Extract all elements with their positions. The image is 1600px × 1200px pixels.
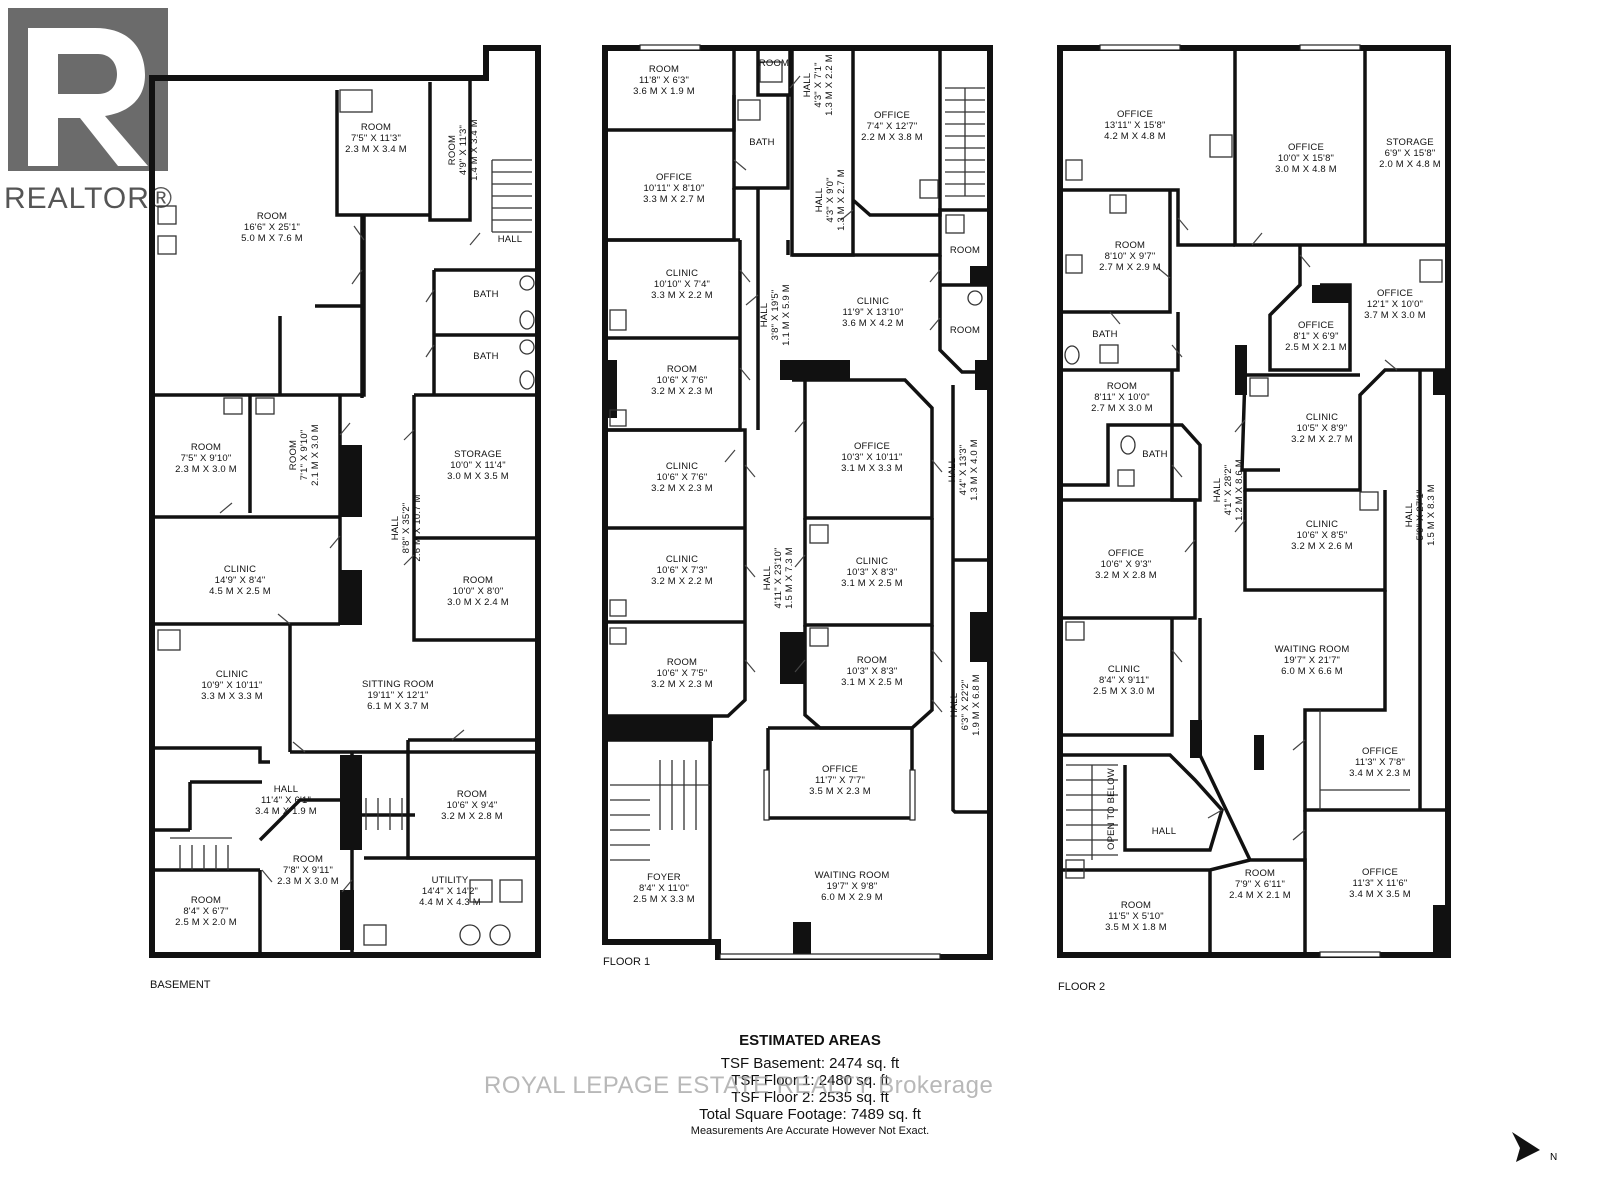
room-label-f1-r6: HALL4'3" X 9'0"1.3 M X 2.7 M — [814, 169, 847, 231]
room-label-f1-r1: ROOM — [759, 58, 789, 69]
room-label-f2-r18: HALL — [1152, 826, 1177, 837]
room-label-f1-r9: HALL3'8" X 19'5"1.1 M X 5.9 M — [759, 284, 792, 346]
room-label-f0-r5: BATH — [473, 351, 498, 362]
room-label-f0-r8: HALL8'8" X 35'2"2.6 M X 10.7 M — [390, 494, 423, 561]
room-label-f0-r4: BATH — [473, 289, 498, 300]
floor2-plan: OPEN TO BELOW — [1057, 44, 1451, 958]
room-label-f2-r6: BATH — [1092, 329, 1117, 340]
floor-label-floor2: FLOOR 2 — [1058, 981, 1105, 993]
room-label-f1-r14: HALL4'4" X 13'3"1.3 M X 4.0 M — [947, 439, 980, 501]
room-label-f0-r7: ROOM7'1" X 9'10"2.1 M X 3.0 M — [288, 424, 321, 486]
basement-plan — [149, 45, 541, 958]
floor1-plan — [602, 44, 993, 960]
room-label-f1-r11: ROOM — [950, 325, 980, 336]
area-basement: TSF Basement: 2474 sq. ft — [720, 1055, 900, 1072]
areas-title: ESTIMATED AREAS — [739, 1032, 881, 1049]
compass-north-label: N — [1550, 1152, 1557, 1163]
area-total: Total Square Footage: 7489 sq. ft — [699, 1106, 921, 1123]
area-floor1: TSF Floor 1: 2480 sq. ft — [731, 1072, 889, 1089]
compass: N — [1512, 1132, 1557, 1163]
floor-label-floor1: FLOOR 1 — [603, 956, 650, 968]
floor-label-basement: BASEMENT — [150, 979, 211, 991]
room-label-f0-r2: ROOM4'9" X 11'3"1.4 M X 3.4 M — [447, 119, 480, 181]
area-floor2: TSF Floor 2: 2535 sq. ft — [731, 1089, 889, 1106]
estimated-areas: ESTIMATED AREAS TSF Basement: 2474 sq. f… — [600, 1032, 1020, 1137]
brokerage-watermark: ROYAL LEPAGE ESTATE REALTY Brokerage — [484, 1072, 994, 1099]
room-label-f2-r9: BATH — [1142, 449, 1167, 460]
room-label-f1-r7: ROOM — [950, 245, 980, 256]
room-label-f2-r10: HALL4'1" X 28'2"1.2 M X 8.6 M — [1212, 459, 1245, 521]
room-label-f1-r2: HALL4'3" X 7'1"1.3 M X 2.2 M — [802, 54, 835, 116]
realtor-logo: REALTOR® — [4, 8, 173, 215]
room-label-f1-r21: HALL6'3" X 22'2"1.9 M X 6.8 M — [949, 674, 982, 736]
room-label-f1-r18: HALL4'11" X 23'10"1.5 M X 7.3 M — [762, 547, 795, 609]
room-label-f2-r11: HALL5'0" X 27'1"1.5 M X 8.3 M — [1404, 484, 1437, 546]
room-label-f1-r4: BATH — [749, 137, 774, 148]
realtor-logo-text: REALTOR® — [4, 182, 173, 215]
measurements-note: Measurements Are Accurate However Not Ex… — [690, 1125, 930, 1137]
room-label-f0-r3: HALL — [498, 234, 523, 245]
room-label-f2-open-to-below: OPEN TO BELOW — [1106, 768, 1117, 850]
